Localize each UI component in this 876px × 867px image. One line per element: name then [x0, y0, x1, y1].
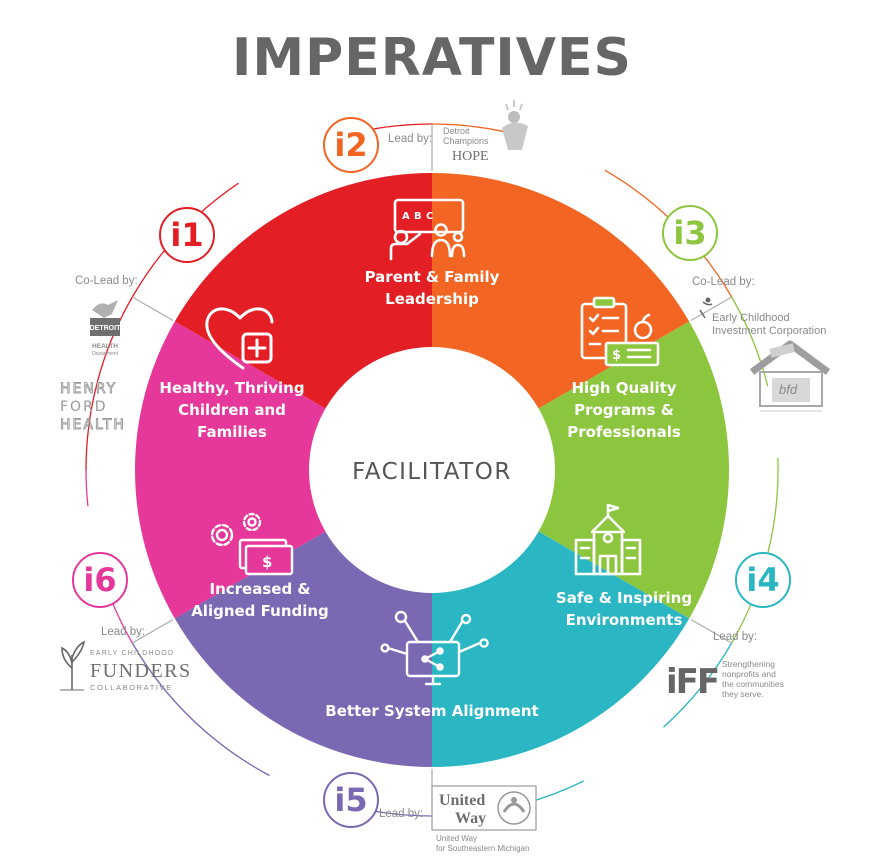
- segment-label-i1: Families: [197, 423, 267, 441]
- badge-label-i2: i2: [334, 126, 367, 164]
- svg-text:EARLY CHILDHOOD: EARLY CHILDHOOD: [90, 650, 174, 657]
- svg-text:FORD: FORD: [60, 399, 108, 415]
- ring-arc: [663, 642, 733, 728]
- svg-text:B: B: [414, 211, 422, 222]
- svg-text:HOPE: HOPE: [452, 149, 489, 164]
- ring-arc: [431, 123, 505, 133]
- svg-text:nonprofits and: nonprofits and: [722, 669, 776, 679]
- svg-text:A: A: [402, 211, 410, 222]
- ring-divider: [132, 296, 174, 321]
- ring-arc: [85, 296, 133, 471]
- svg-text:iFF: iFF: [666, 662, 718, 702]
- gears-money-icon: $: [210, 512, 294, 576]
- segment-label-i4: Environments: [566, 611, 683, 629]
- school-building-icon: [574, 503, 642, 576]
- svg-text:DETROIT: DETROIT: [90, 325, 121, 332]
- funders-collaborative-logo: EARLY CHILDHOOD FUNDERS COLLABORATIVE: [60, 640, 192, 692]
- svg-text:Early Childhood: Early Childhood: [712, 312, 790, 324]
- badge-circle-i5: [323, 772, 379, 828]
- segment-i5: [174, 530, 432, 767]
- segment-label-i3: Programs &: [574, 401, 674, 419]
- badge-label-i4: i4: [746, 561, 779, 599]
- svg-text:Champions: Champions: [443, 136, 489, 146]
- segment-i3: [535, 321, 729, 619]
- svg-text:$: $: [612, 348, 621, 363]
- svg-text:Way: Way: [455, 810, 486, 827]
- badge-label-i1: i1: [170, 216, 203, 254]
- svg-text:Strengthening: Strengthening: [722, 659, 775, 669]
- svg-text:$: $: [262, 553, 272, 571]
- svg-text:C: C: [426, 211, 433, 222]
- svg-text:HENRY: HENRY: [60, 381, 117, 397]
- svg-text:the communities: the communities: [722, 679, 784, 689]
- badge-circle-i4: [735, 552, 791, 608]
- svg-text:HEALTH: HEALTH: [60, 417, 126, 433]
- svg-text:bfd: bfd: [779, 382, 798, 397]
- svg-text:United Way: United Way: [436, 834, 477, 843]
- segment-label-i6: Increased &: [210, 580, 311, 598]
- ring-divider: [690, 296, 732, 321]
- svg-text:Investment Corporation: Investment Corporation: [712, 325, 826, 337]
- lead-label-i2: Lead by:: [388, 133, 432, 145]
- segment-label-i3: High Quality: [571, 379, 676, 397]
- detroit-health-department-logo: DETROIT HEALTH Department: [90, 300, 121, 357]
- lead-label-i6: Lead by:: [101, 626, 145, 638]
- segment-label-i2: Parent & Family: [365, 268, 500, 286]
- center-label: FACILITATOR: [352, 459, 512, 485]
- clipboard-check-icon: $: [580, 296, 660, 367]
- svg-text:FUNDERS: FUNDERS: [90, 660, 192, 682]
- ring-arc: [85, 469, 89, 507]
- segment-label-i6: Aligned Funding: [191, 602, 329, 620]
- segment-label-i4: Safe & Inspiring: [556, 589, 692, 607]
- bfd-logo: bfd: [749, 340, 831, 412]
- network-monitor-icon: [380, 610, 489, 686]
- segment-i1: [174, 173, 432, 410]
- segment-label-i1: Children and: [178, 401, 286, 419]
- henry-ford-health-logo: HENRY FORD HEALTH: [60, 381, 126, 434]
- ring-arc: [131, 642, 270, 777]
- united-way-logo: United Way United Way for Southeastern M…: [431, 785, 537, 853]
- badge-circle-i6: [72, 552, 128, 608]
- center-circle: [309, 347, 555, 593]
- teacher-parent-child-icon: A B C: [389, 198, 466, 261]
- badge-label-i5: i5: [334, 781, 367, 819]
- segment-i4: [432, 530, 690, 767]
- segment-label-i1: Healthy, Thriving: [159, 379, 304, 397]
- badge-label-i6: i6: [83, 561, 116, 599]
- segment-label-i3: Professionals: [567, 423, 681, 441]
- ring-divider: [132, 619, 174, 644]
- svg-text:HEALTH: HEALTH: [92, 343, 118, 350]
- segment-i6: [135, 321, 329, 619]
- detroit-champions-hope-logo: Detroit Champions HOPE: [443, 100, 528, 164]
- page-title: IMPERATIVES: [232, 28, 632, 88]
- svg-text:COLLABORATIVE: COLLABORATIVE: [90, 683, 173, 692]
- svg-text:United: United: [439, 792, 485, 809]
- svg-text:they serve.: they serve.: [722, 689, 764, 699]
- segment-label-i2: Leadership: [385, 290, 479, 308]
- ring-arc: [731, 296, 769, 387]
- heart-plus-icon: [205, 307, 274, 370]
- badge-circle-i1: [159, 207, 215, 263]
- lead-label-i3: Co-Lead by:: [692, 276, 755, 288]
- imperative-badges: i1 i2 i3 i4 i5 i6: [72, 117, 791, 828]
- lead-label-i5: Lead by:: [379, 808, 423, 820]
- svg-text:for Southeastern Michigan: for Southeastern Michigan: [436, 844, 529, 853]
- ecic-logo: Early Childhood Investment Corporation: [699, 297, 826, 337]
- ring-divider: [690, 619, 732, 644]
- iff-logo: iFF Strengthening nonprofits and the com…: [666, 659, 784, 702]
- lead-label-i1: Co-Lead by:: [75, 275, 138, 287]
- ring-arc: [731, 457, 779, 644]
- badge-circle-i2: [323, 117, 379, 173]
- segment-label-i5: Better System Alignment: [325, 702, 538, 720]
- svg-text:Detroit: Detroit: [443, 126, 470, 136]
- badge-circle-i3: [662, 205, 718, 261]
- lead-label-i4: Lead by:: [713, 631, 757, 643]
- svg-text:Department: Department: [92, 351, 119, 357]
- badge-label-i3: i3: [673, 214, 706, 252]
